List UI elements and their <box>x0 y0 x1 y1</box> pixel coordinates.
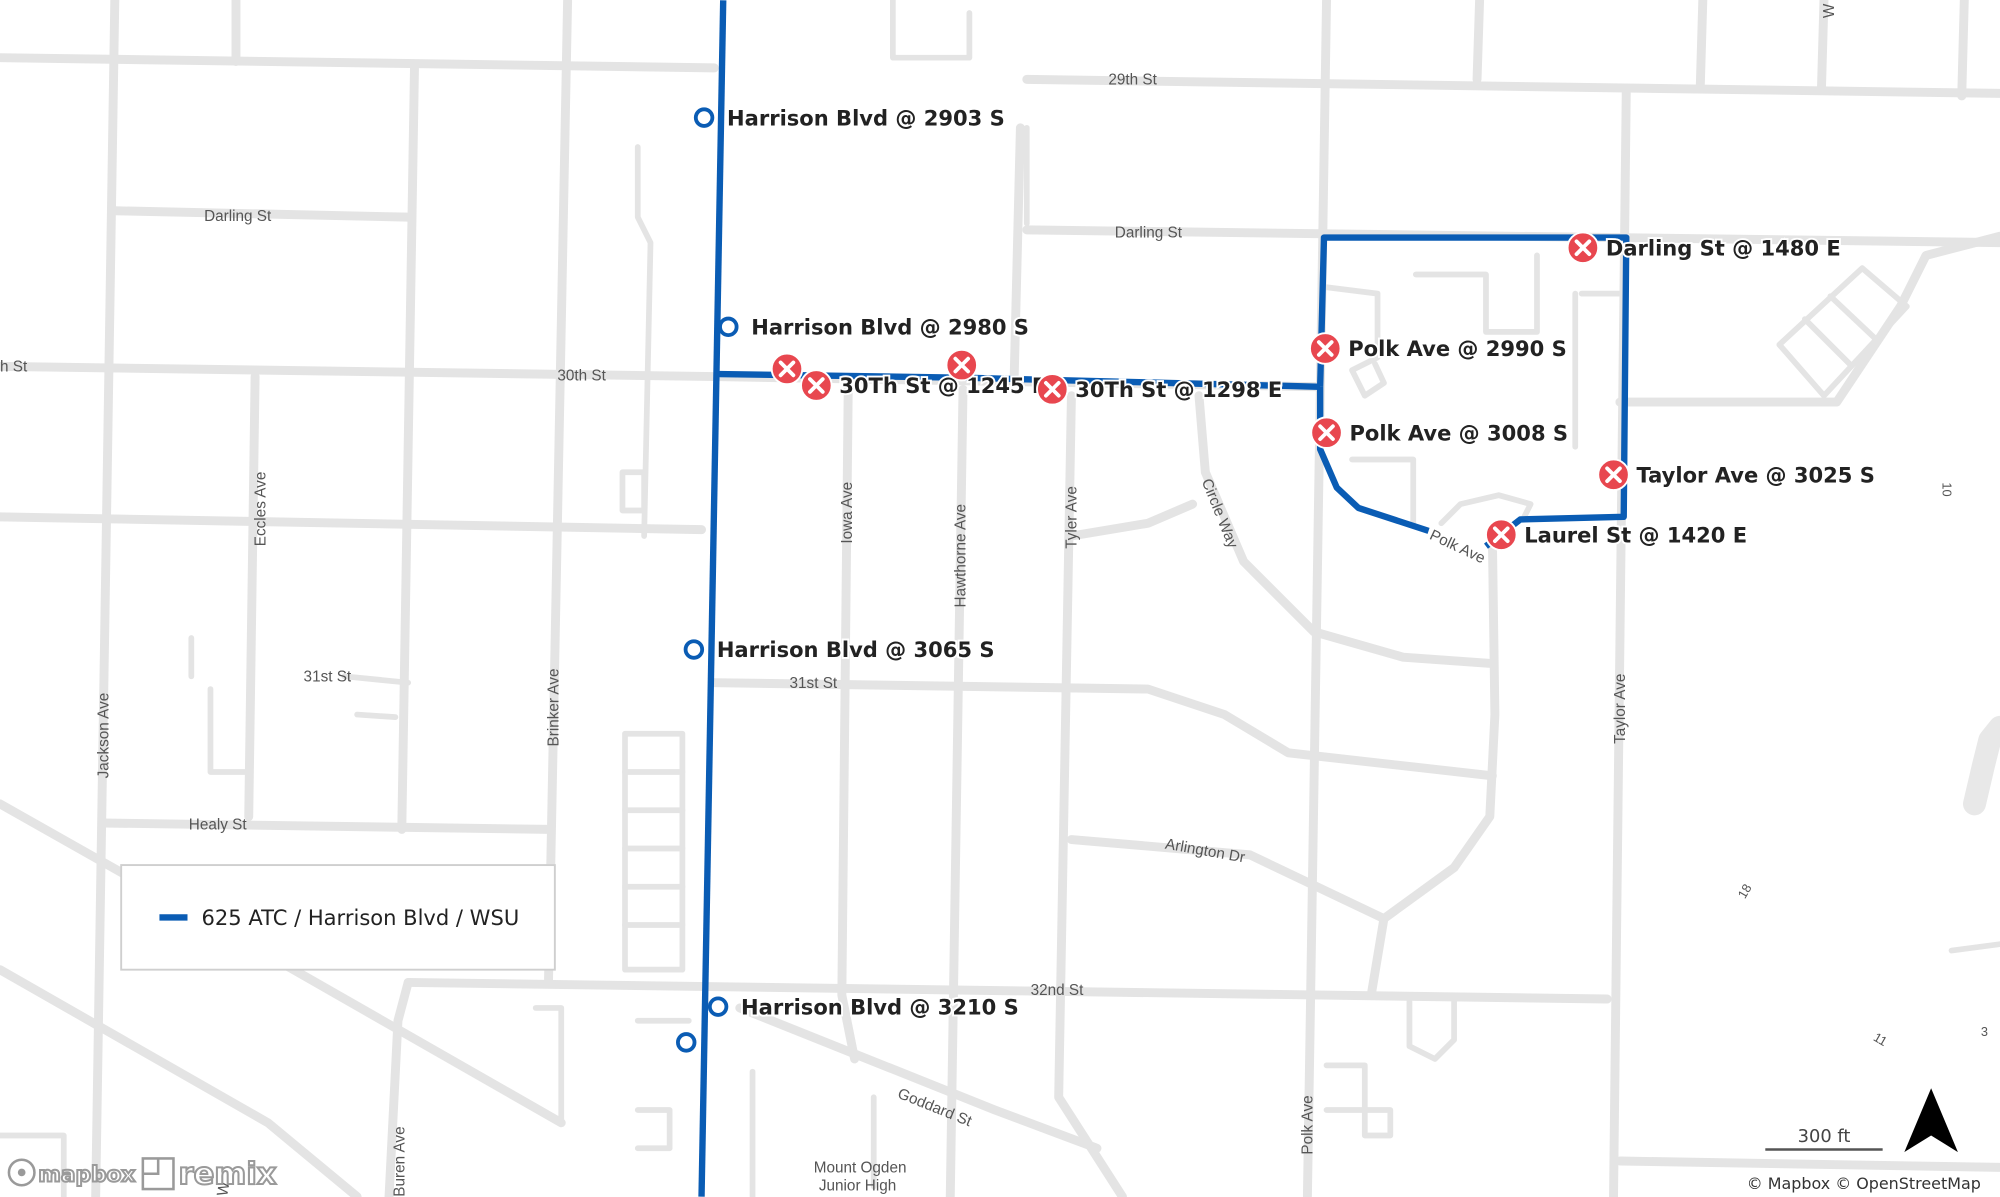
street-label: 29th St <box>1108 71 1157 88</box>
x-mark <box>1492 526 1510 544</box>
remix-wordmark: remix <box>179 1157 277 1192</box>
x-mark <box>778 360 796 378</box>
remix-logo: remix <box>141 1156 278 1193</box>
street-label: Darling St <box>1115 225 1183 242</box>
street-label: Brinker Ave <box>546 669 563 747</box>
closed-stop[interactable]: Darling St @ 1480 E <box>1566 231 1843 264</box>
stop-label: Polk Ave @ 2990 S <box>1348 336 1567 361</box>
street-label: Goddard St <box>895 1085 975 1130</box>
closed-stop[interactable] <box>770 352 804 386</box>
legend-route-label: 625 ATC / Harrison Blvd / WSU <box>202 905 520 930</box>
stop-label: Polk Ave @ 3008 S <box>1349 420 1568 445</box>
stop-label: 30Th St @ 1245 E <box>839 373 1046 398</box>
active-stops[interactable]: Harrison Blvd @ 2903 S Harrison Blvd @ 2… <box>676 103 1031 1053</box>
stop-harrison-unlabeled[interactable] <box>676 1032 697 1053</box>
north-arrow-icon <box>1904 1088 1958 1153</box>
x-mark <box>808 377 825 394</box>
stop-label: Darling St @ 1480 E <box>1606 235 1841 260</box>
stop-harrison-2903[interactable]: Harrison Blvd @ 2903 S <box>693 103 1007 132</box>
street-label: Circle Way <box>1198 476 1241 551</box>
street-label: Hawthorne Ave <box>953 504 970 607</box>
x-mark <box>1318 424 1335 441</box>
legend-box <box>120 864 556 971</box>
street-label: 32nd St <box>1031 982 1084 999</box>
x-mark <box>1044 381 1061 398</box>
street-label: Polk Ave <box>1299 1095 1316 1154</box>
street-label: Jackson Ave <box>95 693 112 779</box>
mapbox-logo: mapbox <box>7 1158 136 1188</box>
stop-label: Harrison Blvd @ 2980 S <box>751 314 1029 339</box>
contour-label: 3 <box>1981 1024 1988 1039</box>
contour-label: 10 <box>1940 482 1955 496</box>
street-label: Iowa Ave <box>839 482 856 544</box>
x-mark <box>1605 466 1622 484</box>
stop-label: Harrison Blvd @ 2903 S <box>727 105 1005 130</box>
street-label: 31st St <box>790 675 838 692</box>
closed-stops[interactable]: 30Th St @ 1245 E 30Th St @ 1298 E Darling … <box>770 231 1877 551</box>
street-label: Eccles Ave <box>252 472 269 547</box>
x-mark <box>1316 340 1334 357</box>
contour-label: 11 <box>1871 1029 1890 1049</box>
poi-label: Mount Ogden <box>814 1159 907 1176</box>
street-label: h St <box>0 358 28 375</box>
closed-stop[interactable]: Taylor Ave @ 3025 S <box>1597 458 1877 492</box>
stop-label: Harrison Blvd @ 3065 S <box>717 637 995 662</box>
scale-label: 300 ft <box>1798 1126 1851 1147</box>
stop-label: Laurel St @ 1420 E <box>1524 522 1747 547</box>
street-label: Buren Ave <box>391 1126 408 1196</box>
street-label: Arlington Dr <box>1164 836 1246 867</box>
closed-stop[interactable]: Laurel St @ 1420 E <box>1485 518 1749 551</box>
street-label: Polk Ave <box>1427 527 1488 567</box>
closed-stop[interactable]: Polk Ave @ 3008 S <box>1310 416 1570 449</box>
stop-icon[interactable] <box>718 316 739 338</box>
street-label: W <box>214 1180 233 1197</box>
stop-icon[interactable] <box>683 639 705 660</box>
poi-label: Junior High <box>819 1177 896 1194</box>
stop-icon[interactable] <box>676 1032 697 1053</box>
stop-harrison-3210[interactable]: Harrison Blvd @ 3210 S <box>707 992 1021 1021</box>
closed-stop[interactable]: Polk Ave @ 2990 S <box>1308 332 1569 365</box>
street-label: Darling St <box>204 208 272 225</box>
street-label: W <box>1821 3 1838 18</box>
contour-label: 18 <box>1735 881 1755 901</box>
stop-label: 30Th St @ 1298 E <box>1075 377 1282 402</box>
stop-label: Taylor Ave @ 3025 S <box>1636 462 1874 487</box>
stop-icon[interactable] <box>707 996 729 1017</box>
x-mark <box>953 356 971 374</box>
x-mark <box>1574 239 1592 257</box>
attribution[interactable]: © Mapbox © OpenStreetMap <box>1747 1174 1981 1193</box>
stop-harrison-2980[interactable]: Harrison Blvd @ 2980 S <box>718 313 1031 341</box>
street-label: Healy St <box>189 816 248 833</box>
street-label: 30th St <box>557 367 606 384</box>
stop-harrison-3065[interactable]: Harrison Blvd @ 3065 S <box>683 635 996 664</box>
scale-bar: 300 ft <box>1765 1126 1883 1151</box>
street-label: Taylor Ave <box>1612 674 1629 744</box>
mapbox-wordmark: mapbox <box>38 1162 135 1187</box>
street-label: 31st St <box>304 668 352 685</box>
closed-stop[interactable]: 30Th St @ 1298 E <box>1036 373 1284 406</box>
street-label: Tyler Ave <box>1064 486 1081 549</box>
legend: 625 ATC / Harrison Blvd / WSU <box>120 864 556 971</box>
closed-stop[interactable] <box>945 348 978 382</box>
stop-icon[interactable] <box>693 107 715 128</box>
stop-label: Harrison Blvd @ 3210 S <box>741 994 1019 1019</box>
closed-stop[interactable]: 30Th St @ 1245 E <box>800 369 1048 402</box>
